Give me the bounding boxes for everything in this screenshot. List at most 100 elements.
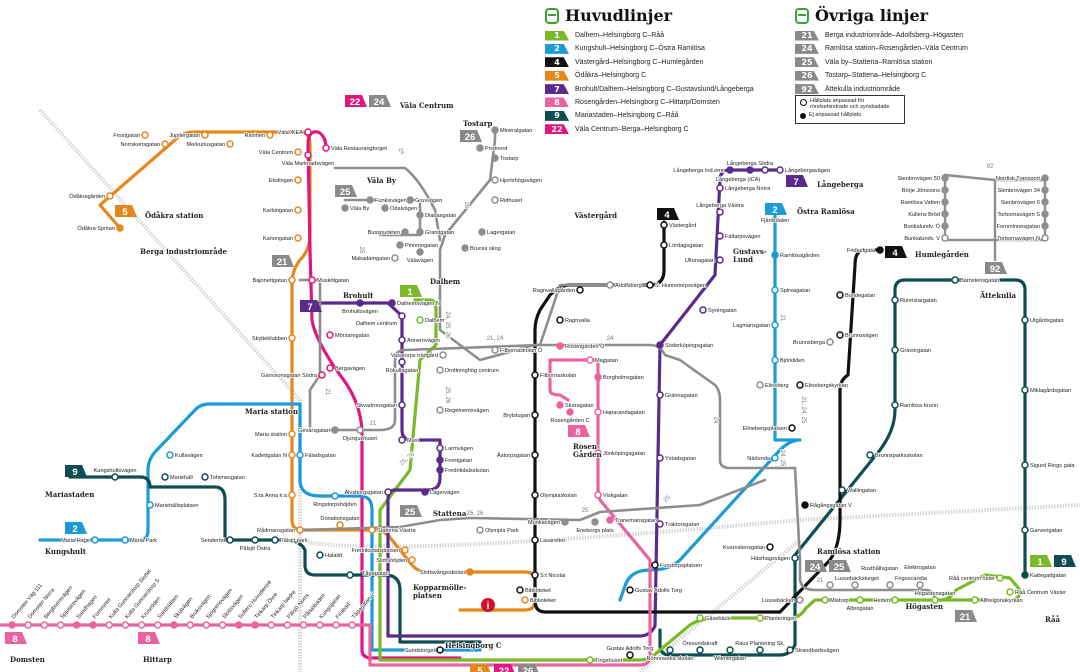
line-9-east-path bbox=[658, 278, 1027, 657]
terminal-name: Västergård bbox=[573, 211, 617, 220]
line-2-path bbox=[38, 402, 482, 652]
stop-not-accessible bbox=[396, 241, 404, 249]
stop-not-accessible bbox=[876, 246, 884, 254]
stop-accessible bbox=[332, 621, 340, 629]
stop-accessible bbox=[576, 286, 584, 294]
stop-accessible bbox=[336, 521, 344, 529]
stop-label: Donationsgatan bbox=[320, 516, 359, 522]
line-badge: 25 bbox=[795, 57, 819, 68]
stop-accessible bbox=[439, 351, 447, 359]
badge-number: 5 bbox=[477, 666, 483, 672]
badge-number: 26 bbox=[523, 666, 534, 672]
line-24-path bbox=[438, 233, 797, 470]
stop-accessible bbox=[316, 621, 324, 629]
info-icon: i bbox=[481, 598, 495, 612]
badge-shape bbox=[335, 185, 357, 197]
stop-label: Tingshuset bbox=[595, 658, 623, 664]
stop-label: Rosengården Ö bbox=[565, 343, 605, 350]
stop-not-accessible bbox=[436, 456, 444, 464]
stop-label: Väla Restaurangtorget bbox=[331, 146, 387, 152]
line-badge-8: 8 bbox=[5, 632, 27, 645]
key-not-accessible: Ej anpassad hållplats bbox=[800, 112, 900, 119]
stop-not-accessible bbox=[941, 198, 949, 206]
stop-label: Långeberga Ind.omr. bbox=[673, 167, 725, 174]
badge-shape bbox=[568, 425, 590, 437]
stop-label: Bajonettgatan bbox=[252, 278, 287, 284]
badge-number: 2 bbox=[772, 205, 777, 216]
stop-accessible bbox=[996, 574, 1004, 582]
stop-accessible bbox=[626, 586, 634, 594]
stop-label: Gevärsgatan bbox=[298, 428, 330, 434]
terminal-name: Kopparmölle-platsen bbox=[413, 583, 466, 600]
stop-accessible bbox=[586, 356, 594, 364]
badge-shape bbox=[494, 664, 515, 672]
stop-label: Postnord bbox=[485, 146, 507, 152]
stop-label: Rökullagatan bbox=[386, 368, 419, 374]
segment-label: 25 bbox=[663, 494, 672, 503]
stop-label: Eneborgs plats bbox=[576, 528, 614, 534]
stop-not-accessible bbox=[381, 204, 389, 212]
terminal-name: Helsingborg C bbox=[445, 641, 502, 650]
stop-label: Väla Centrum bbox=[259, 150, 294, 156]
stop-label: Granitgatan bbox=[425, 230, 454, 236]
stop-label: Elinebergskyrkan bbox=[805, 383, 848, 389]
stop-label: Tranemansgatan bbox=[615, 518, 657, 524]
stop-label: Rönnowska skolan bbox=[647, 656, 694, 662]
stop-not-accessible bbox=[8, 621, 16, 629]
terminal-name: Ättekulla bbox=[979, 291, 1016, 300]
stop-accessible bbox=[786, 646, 794, 654]
badge-number: 22 bbox=[499, 666, 510, 672]
stop-accessible bbox=[476, 526, 484, 534]
segment-label: 24 bbox=[712, 417, 718, 424]
stop-accessible bbox=[931, 596, 939, 604]
stop-label: Rådmansgatan bbox=[257, 527, 295, 534]
stop-label: Wienergatan bbox=[714, 656, 746, 662]
line-badge-9: 9 bbox=[65, 465, 87, 478]
badge-shape bbox=[955, 610, 977, 622]
line-2-east-path bbox=[618, 208, 802, 602]
stop-accessible bbox=[331, 492, 339, 500]
stop-not-accessible bbox=[491, 154, 499, 162]
stop-label: Frostgatan bbox=[113, 133, 140, 139]
stop-accessible bbox=[796, 381, 804, 389]
stop-accessible bbox=[267, 621, 275, 629]
stop-label: Fältarpsvägen bbox=[725, 234, 760, 240]
stop-accessible bbox=[288, 276, 296, 284]
key-accessible: Hållplats anpassad för rörelsehindrade o… bbox=[800, 98, 900, 110]
stop-label: Långeberga Västra bbox=[696, 202, 744, 209]
line-badge-21: 21 bbox=[955, 610, 977, 623]
stop-label: Haparandagatan bbox=[603, 410, 645, 416]
badge-number: 21 bbox=[277, 257, 288, 268]
stop-label: Garnisonsgatan Södra bbox=[261, 373, 318, 379]
bus-icon bbox=[795, 7, 809, 24]
stop-label: Albrogatan bbox=[846, 606, 873, 612]
stop-not-accessible bbox=[401, 228, 409, 236]
stop-label: Spireagatan bbox=[780, 288, 810, 294]
info-icon-circle bbox=[481, 598, 495, 612]
stop-accessible bbox=[304, 128, 312, 136]
line-badge: 21 bbox=[795, 30, 819, 41]
stop-label: Åstorpsgatan bbox=[497, 452, 530, 459]
stop-label: Tågagatan bbox=[362, 570, 389, 577]
badge-number: 22 bbox=[350, 97, 361, 108]
stop-accessible bbox=[398, 312, 406, 320]
stop-label: Bergavägen bbox=[335, 366, 365, 372]
stop-label: Mariehällsplatsen bbox=[155, 503, 199, 509]
segment-label: 21, 24, 25 bbox=[800, 397, 806, 424]
badge-shape bbox=[470, 664, 491, 672]
stop-label: Kullens Bröd bbox=[908, 212, 940, 218]
stop-label: Regementsvägen bbox=[445, 408, 489, 414]
stop-accessible bbox=[105, 621, 113, 629]
stop-label: Rågångsgatan V bbox=[810, 502, 852, 509]
stop-label: Pålsjö park bbox=[280, 537, 308, 544]
stop-label: Fäladsgatan bbox=[305, 453, 336, 459]
stop-accessible bbox=[776, 166, 784, 174]
badge-number: 1 bbox=[407, 287, 413, 298]
stop-label: Borgholmsgatan bbox=[603, 375, 644, 381]
stop-accessible bbox=[91, 536, 99, 544]
stop-label: Sigurd Rings gata bbox=[1030, 463, 1075, 469]
stop-not-accessible bbox=[606, 516, 614, 524]
segment-label: 25, 26 bbox=[399, 451, 416, 467]
stop-label: Friabad bbox=[335, 602, 352, 620]
